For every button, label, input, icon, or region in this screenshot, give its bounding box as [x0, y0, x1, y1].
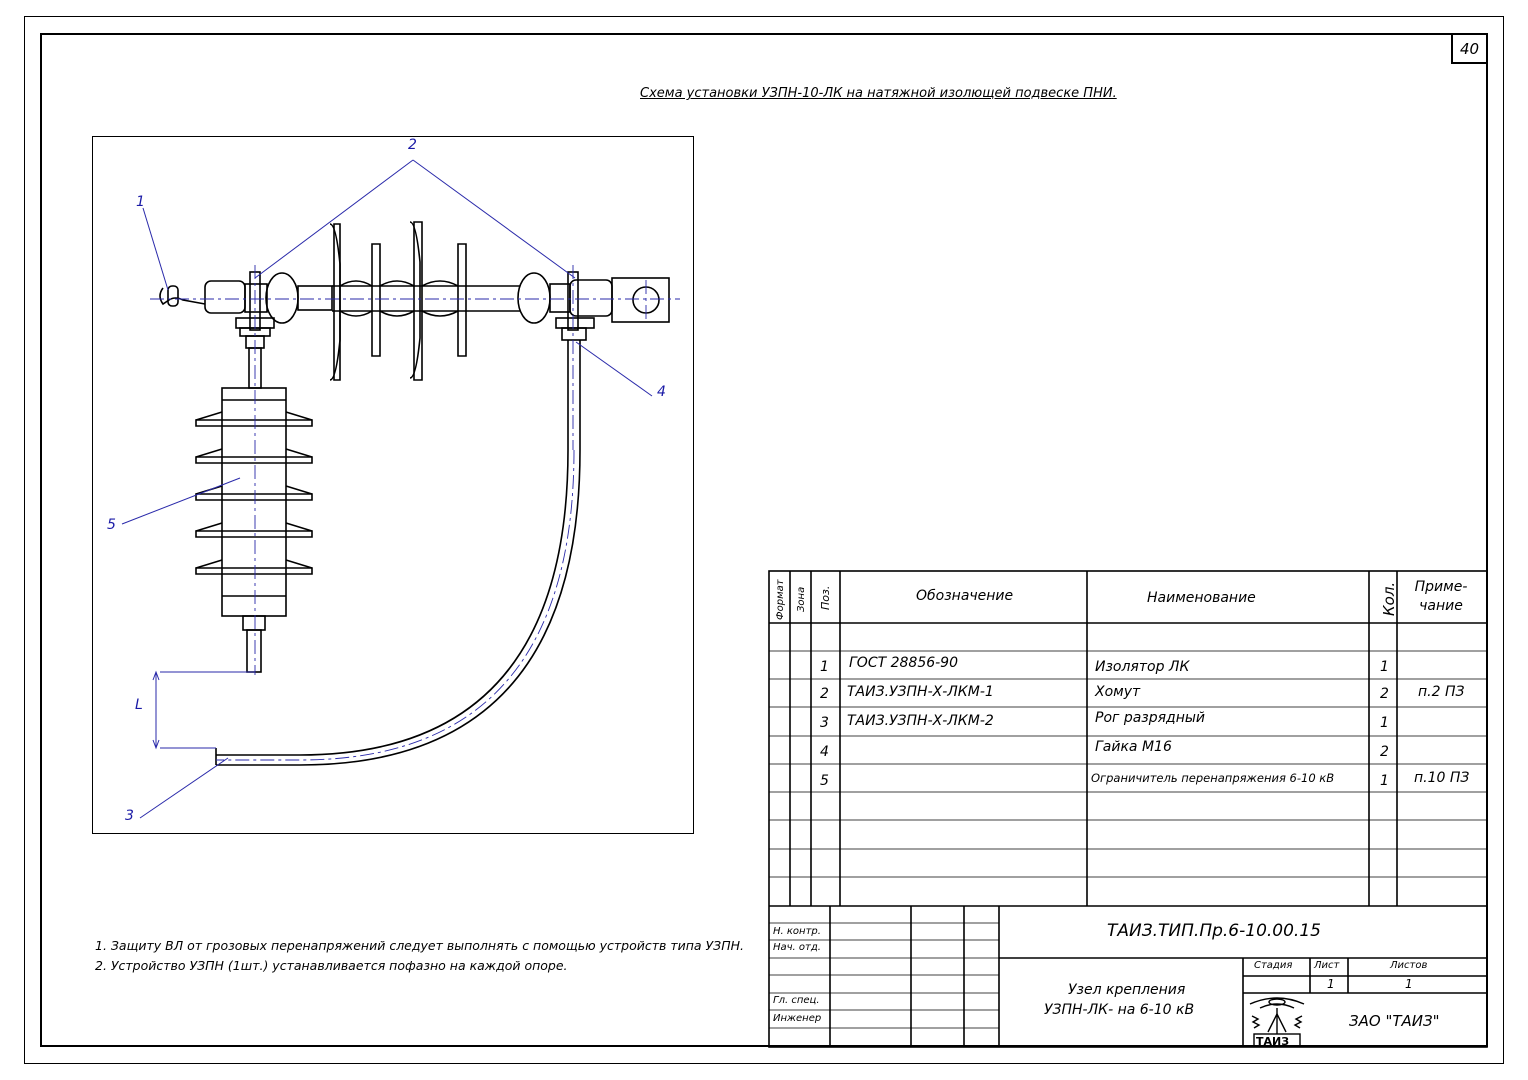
sheet-inner-frame — [40, 33, 1488, 1047]
callout-1: 1 — [136, 194, 145, 210]
header-zone: Зона — [796, 586, 807, 612]
sheets-label: Листов — [1390, 960, 1428, 971]
callout-3: 3 — [125, 808, 134, 824]
document-code: ТАИЗ.ТИП.Пр.6-10.00.15 — [1107, 921, 1321, 941]
note-1: 1. Защиту ВЛ от грозовых перенапряжений … — [95, 938, 744, 953]
logo-text: ТАИЗ — [1256, 1035, 1290, 1048]
stage-label: Стадия — [1254, 960, 1293, 971]
header-name: Наименование — [1147, 590, 1256, 606]
row-3-qty: 1 — [1380, 715, 1389, 731]
row-2-qty: 2 — [1380, 686, 1389, 702]
role-nach-otd: Нач. отд. — [773, 942, 821, 953]
callout-5: 5 — [107, 517, 116, 533]
header-pos: Поз. — [819, 585, 832, 610]
row-2-designation: ТАИЗ.УЗПН-Х-ЛКМ-1 — [847, 684, 994, 700]
row-1-pos: 1 — [820, 659, 829, 675]
header-note: Приме- чание — [1414, 579, 1468, 614]
drawing-title: Схема установки УЗПН-10-ЛК на натяжной и… — [640, 86, 1117, 101]
stamp-title-line2: УЗПН-ЛК- на 6-10 кВ — [1044, 1002, 1195, 1018]
sheets-value: 1 — [1405, 977, 1413, 991]
row-5-note: п.10 ПЗ — [1414, 770, 1470, 786]
row-1-name: Изолятор ЛК — [1095, 659, 1190, 675]
row-1-designation: ГОСТ 28856-90 — [849, 655, 958, 671]
page-number: 40 — [1451, 33, 1488, 64]
row-4-pos: 4 — [820, 744, 829, 760]
role-gl-spec: Гл. спец. — [773, 995, 820, 1006]
stamp-title-line1: Узел крепления — [1068, 982, 1186, 998]
header-format: Формат — [775, 579, 786, 620]
row-5-qty: 1 — [1380, 773, 1389, 789]
row-3-name: Рог разрядный — [1095, 710, 1206, 726]
callout-4: 4 — [657, 384, 666, 400]
dimension-label-l: L — [135, 697, 143, 713]
header-qty: Кол. — [1380, 581, 1398, 616]
row-5-name: Ограничитель перенапряжения 6-10 кВ — [1091, 771, 1335, 785]
company-logo-icon — [1249, 997, 1305, 1047]
row-5-pos: 5 — [820, 773, 829, 789]
row-2-pos: 2 — [820, 686, 829, 702]
row-1-qty: 1 — [1380, 659, 1389, 675]
row-2-name: Хомут — [1095, 684, 1141, 700]
row-3-pos: 3 — [820, 715, 829, 731]
callout-2: 2 — [408, 137, 417, 153]
sheet-value: 1 — [1327, 977, 1335, 991]
role-inzhener: Инженер — [773, 1013, 822, 1024]
row-4-qty: 2 — [1380, 744, 1389, 760]
sheet-label: Лист — [1314, 960, 1340, 971]
note-2: 2. Устройство УЗПН (1шт.) устанавливаетс… — [95, 958, 568, 973]
role-n-kontr: Н. контр. — [773, 926, 821, 937]
row-3-designation: ТАИЗ.УЗПН-Х-ЛКМ-2 — [847, 713, 994, 729]
header-designation: Обозначение — [916, 588, 1014, 604]
row-4-name: Гайка М16 — [1095, 739, 1172, 755]
row-2-note: п.2 ПЗ — [1418, 684, 1465, 700]
sheet-outer-border — [24, 16, 1504, 1064]
drawing-area — [92, 136, 694, 834]
company-name: ЗАО "ТАИЗ" — [1349, 1012, 1440, 1030]
